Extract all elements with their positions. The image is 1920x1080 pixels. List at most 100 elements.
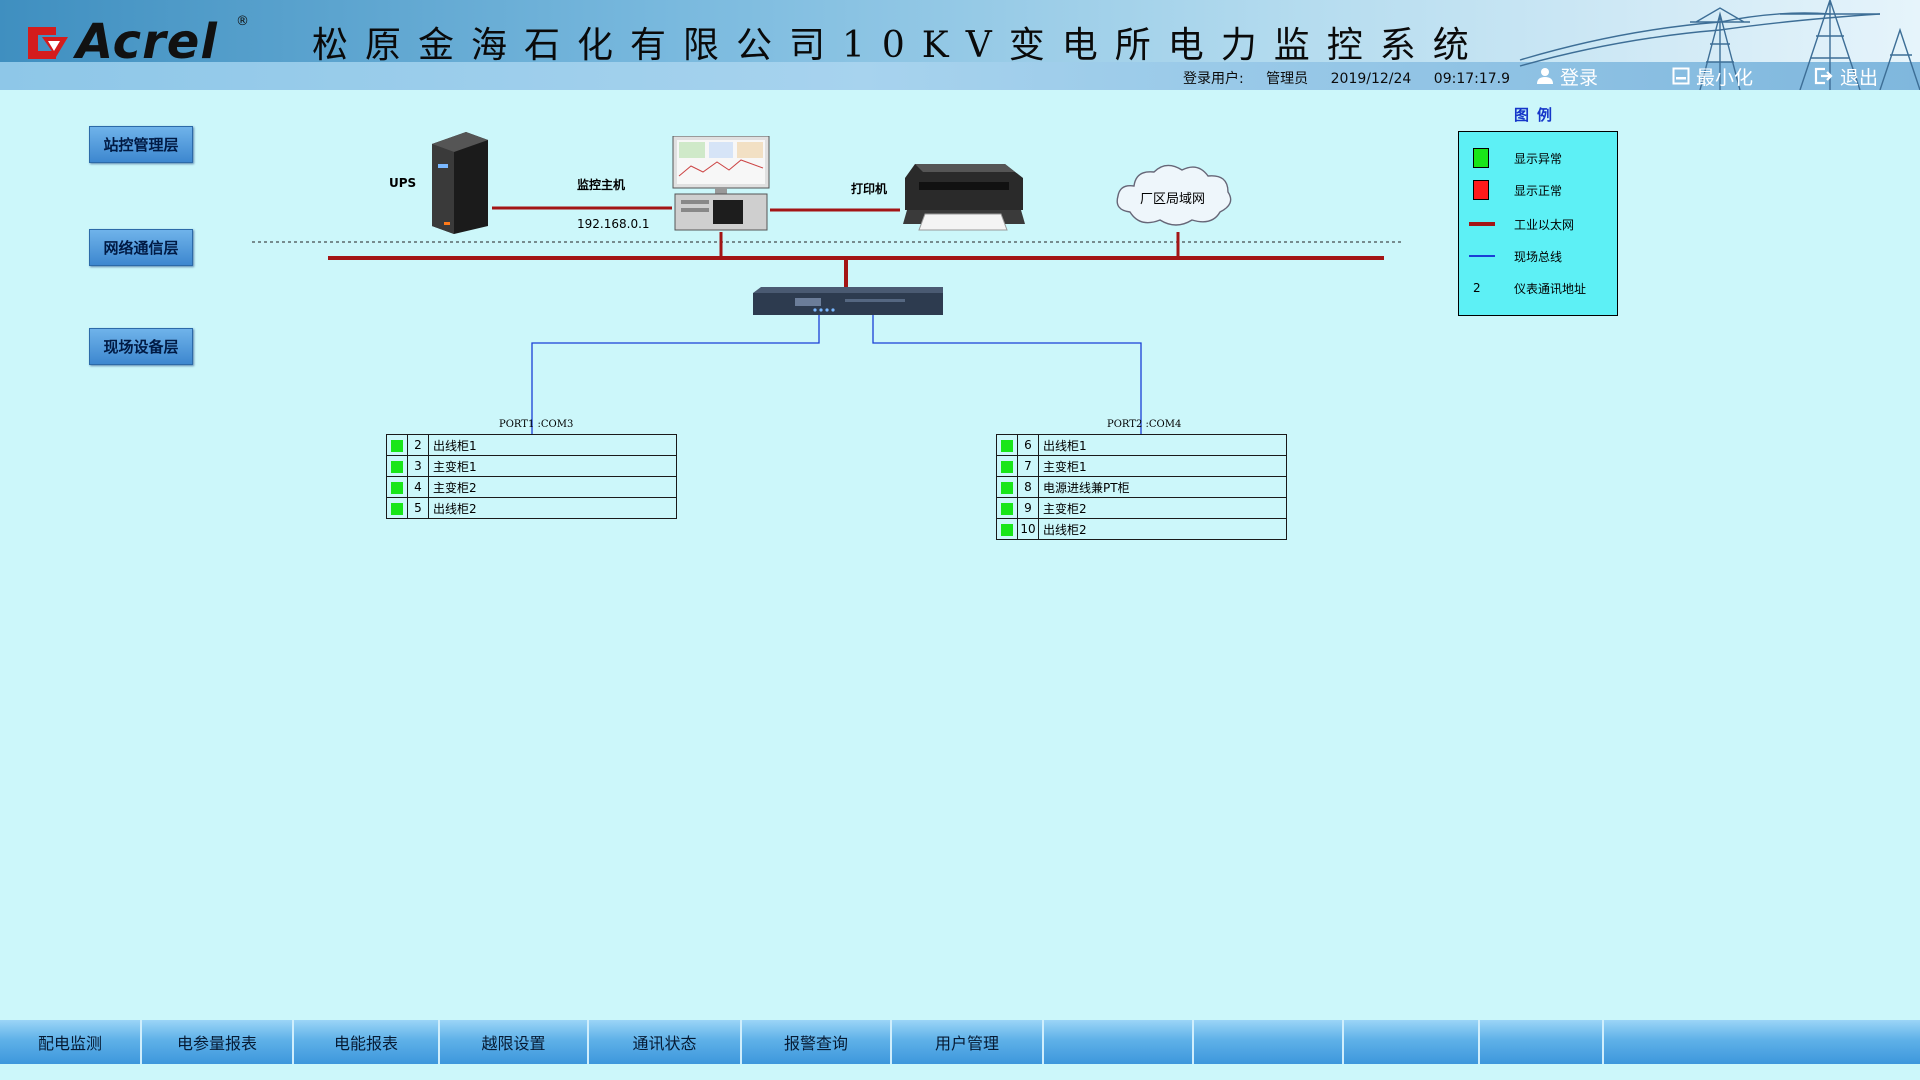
device-row[interactable]: 8 电源进线兼PT柜 (996, 476, 1287, 498)
exit-button-label: 退出 (1840, 66, 1879, 89)
layer-network-communication-button[interactable]: 网络通信层 (89, 229, 193, 266)
serial-server-switch-icon (753, 287, 943, 315)
app-title: 松原金海石化有限公司10KV变电所电力监控系统 (312, 25, 1486, 66)
tab-empty (1604, 1020, 1920, 1064)
status-cell (996, 497, 1018, 519)
minimize-button-label: 最小化 (1696, 66, 1754, 89)
exit-icon (1814, 67, 1833, 85)
port2-label: PORT2 :COM4 (1107, 419, 1182, 430)
tab-empty (1044, 1020, 1194, 1064)
device-row[interactable]: 9 主变柜2 (996, 497, 1287, 519)
legend-panel: 显示异常 显示正常 工业以太网 现场总线 2 仪表通讯地址 (1458, 131, 1618, 316)
legend-item-label: 工业以太网 (1514, 217, 1575, 232)
legend-item-label: 显示异常 (1514, 151, 1563, 166)
login-button[interactable]: 登录 (1536, 64, 1599, 89)
header-toolbar-strip (0, 62, 1920, 90)
device-row[interactable]: 6 出线柜1 (996, 434, 1287, 456)
device-name: 出线柜1 (1038, 434, 1287, 456)
acrel-logo-icon (28, 27, 68, 59)
legend-title: 图例 (1514, 106, 1561, 124)
device-row[interactable]: 7 主变柜1 (996, 455, 1287, 477)
lan-label: 厂区局域网 (1140, 192, 1206, 207)
user-icon (1537, 68, 1553, 84)
device-address: 10 (1017, 518, 1039, 540)
port1-device-table: 2 出线柜1 3 主变柜1 4 主变柜2 5 出线柜2 (386, 434, 677, 519)
fieldbus-port1-line (531, 315, 820, 434)
tab-communication-status[interactable]: 通讯状态 (589, 1020, 742, 1064)
monitoring-host-icon (672, 136, 770, 231)
status-cell (996, 518, 1018, 540)
device-address: 5 (407, 497, 429, 519)
tab-user-management[interactable]: 用户管理 (892, 1020, 1044, 1064)
login-time: 09:17:17.9 (1433, 71, 1511, 87)
tab-alarm-query[interactable]: 报警查询 (742, 1020, 892, 1064)
logo-text: Acrel (76, 14, 218, 70)
tab-empty (1480, 1020, 1604, 1064)
exit-button[interactable]: 退出 (1814, 64, 1879, 89)
status-indicator (391, 460, 403, 473)
address-number: 2 (1473, 281, 1481, 295)
status-indicator (1001, 523, 1013, 536)
login-button-label: 登录 (1560, 66, 1599, 89)
device-address: 4 (407, 476, 429, 498)
tab-limit-settings[interactable]: 越限设置 (440, 1020, 589, 1064)
red-square-icon (1473, 180, 1489, 200)
ethernet-line-icon (1469, 222, 1495, 226)
login-info: 登录用户: 管理员 2019/12/24 09:17:17.9 (1183, 68, 1528, 88)
device-address: 3 (407, 455, 429, 477)
device-name: 出线柜2 (428, 497, 677, 519)
lan-cloud-icon (1116, 164, 1232, 226)
device-name: 主变柜2 (428, 476, 677, 498)
device-address: 9 (1017, 497, 1039, 519)
status-cell (996, 476, 1018, 498)
tab-distribution-monitoring[interactable]: 配电监测 (0, 1020, 142, 1064)
layer-field-device-button[interactable]: 现场设备层 (89, 328, 193, 365)
status-cell (386, 434, 408, 456)
status-indicator (391, 502, 403, 515)
ups-device-icon (432, 132, 488, 234)
device-row[interactable]: 5 出线柜2 (386, 497, 677, 519)
app-header: Acrel ® 松原金海石化有限公司10KV变电所电力监控系统 登录用户: 管理… (0, 0, 1920, 90)
tab-energy-report[interactable]: 电能报表 (294, 1020, 440, 1064)
device-row[interactable]: 2 出线柜1 (386, 434, 677, 456)
device-name: 主变柜2 (1038, 497, 1287, 519)
status-indicator (391, 439, 403, 452)
bottom-tab-bar: 配电监测 电参量报表 电能报表 越限设置 通讯状态 报警查询 用户管理 (0, 1020, 1920, 1064)
legend-item-address: 2 仪表通讯地址 (1459, 276, 1617, 300)
legend-item-ethernet: 工业以太网 (1459, 212, 1617, 236)
acrel-logo: Acrel (26, 14, 218, 70)
tab-electrical-parameter-report[interactable]: 电参量报表 (142, 1020, 294, 1064)
host-label: 监控主机 (577, 178, 626, 192)
legend-item-normal: 显示正常 (1459, 178, 1617, 202)
green-square-icon (1473, 148, 1489, 168)
legend-item-label: 现场总线 (1514, 249, 1563, 264)
status-cell (996, 434, 1018, 456)
device-address: 8 (1017, 476, 1039, 498)
device-name: 主变柜1 (1038, 455, 1287, 477)
legend-item-label: 仪表通讯地址 (1514, 281, 1587, 296)
port1-label: PORT1 :COM3 (499, 419, 574, 430)
device-name: 电源进线兼PT柜 (1038, 476, 1287, 498)
legend-item-label: 显示正常 (1514, 183, 1563, 198)
tab-empty (1344, 1020, 1480, 1064)
status-indicator (1001, 439, 1013, 452)
device-address: 6 (1017, 434, 1039, 456)
login-date: 2019/12/24 (1330, 71, 1412, 87)
power-tower-decoration (1519, 0, 1920, 90)
fieldbus-line-icon (1469, 255, 1495, 257)
minimize-button[interactable]: 最小化 (1672, 64, 1754, 89)
layer-station-management-button[interactable]: 站控管理层 (89, 126, 193, 163)
registered-mark: ® (236, 14, 249, 29)
device-row[interactable]: 4 主变柜2 (386, 476, 677, 498)
port2-device-table: 6 出线柜1 7 主变柜1 8 电源进线兼PT柜 9 主变柜2 10 出线柜2 (996, 434, 1287, 540)
device-name: 出线柜1 (428, 434, 677, 456)
printer-label: 打印机 (851, 182, 888, 196)
device-address: 7 (1017, 455, 1039, 477)
login-user-name: 管理员 (1266, 71, 1309, 87)
login-user-label: 登录用户: (1183, 71, 1244, 87)
device-row[interactable]: 10 出线柜2 (996, 518, 1287, 540)
legend-item-fieldbus: 现场总线 (1459, 244, 1617, 268)
status-indicator (1001, 481, 1013, 494)
device-row[interactable]: 3 主变柜1 (386, 455, 677, 477)
minimize-icon (1672, 67, 1690, 85)
